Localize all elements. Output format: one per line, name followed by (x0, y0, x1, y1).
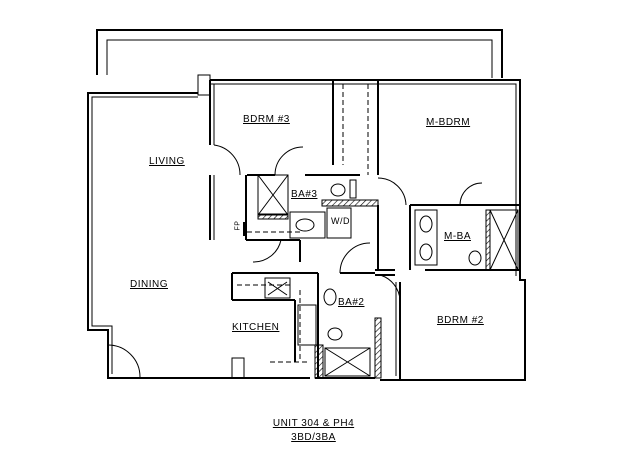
room-label-master-bedroom: M-BDRM (426, 117, 471, 128)
room-label-ba3: BA#3 (291, 189, 318, 200)
room-label-washer-dryer: W/D (331, 216, 350, 226)
balcony (96, 29, 503, 78)
room-label-ba2: BA#2 (338, 297, 365, 308)
room-label-kitchen: KITCHEN (232, 322, 280, 333)
room-label-bdrm2: BDRM #2 (437, 315, 484, 326)
fireplace-label: FP (234, 220, 242, 231)
interior-walls (209, 80, 520, 380)
doors (107, 144, 483, 378)
room-label-master-bath: M-BA (444, 231, 471, 242)
unit-type: 3BD/3BA (291, 432, 336, 443)
room-label-living: LIVING (149, 156, 185, 167)
room-label-bdrm3: BDRM #3 (243, 114, 290, 125)
unit-title: UNIT 304 & PH4 (272, 418, 355, 429)
exterior-walls (87, 74, 526, 381)
room-label-dining: DINING (130, 279, 168, 290)
